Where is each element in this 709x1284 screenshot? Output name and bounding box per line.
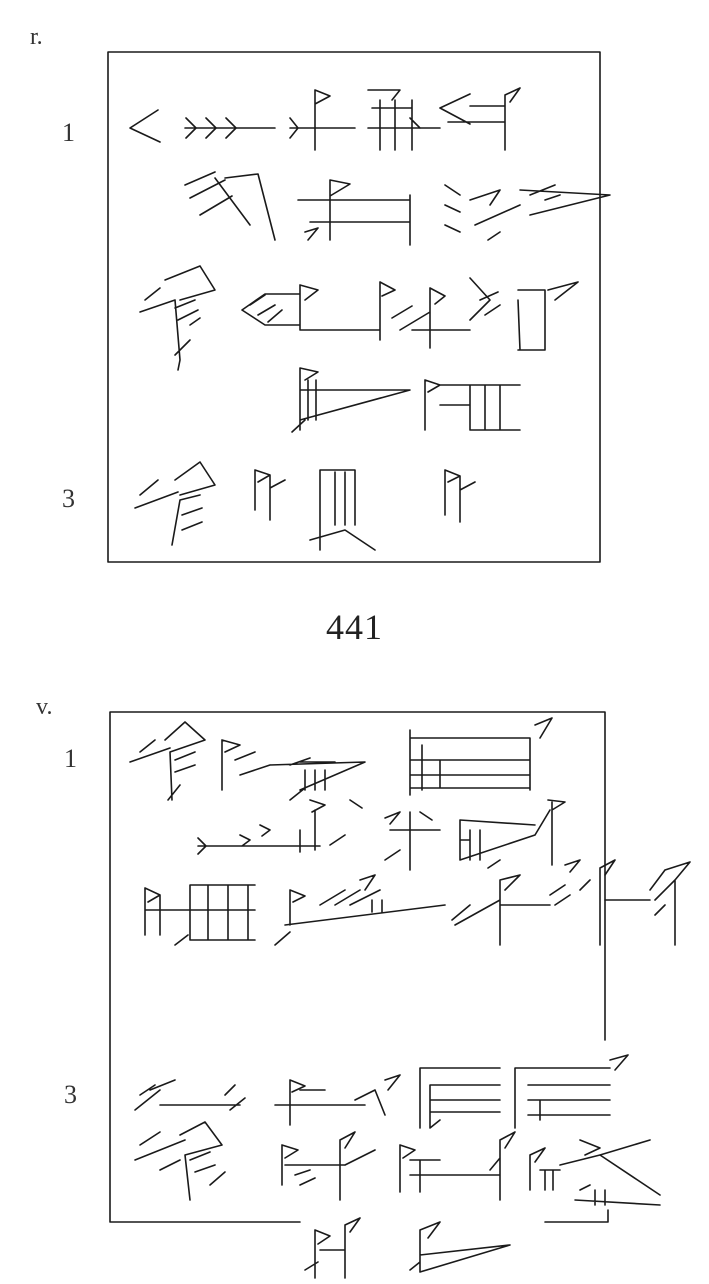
object-number: 441: [326, 607, 383, 647]
obverse-line-number-3: 3: [64, 1080, 77, 1109]
reverse-line-3b-signs: [291, 367, 521, 433]
reverse-line-number-1: 1: [62, 118, 75, 147]
reverse-line-number-3: 3: [62, 484, 75, 513]
obverse-tablet-drawing: [109, 711, 691, 1279]
reverse-line-2-signs: [184, 171, 611, 246]
reverse-line-3a-signs: [139, 265, 579, 371]
obverse-line-6-signs: [304, 1217, 511, 1279]
obverse-tablet-frame: [109, 711, 606, 1223]
obverse-line-2-signs: [197, 799, 566, 871]
obverse-line-4-signs: [134, 1054, 629, 1129]
reverse-line-3-signs: [134, 461, 476, 551]
obverse-side-label: v.: [36, 694, 53, 720]
obverse-line-5-signs: [134, 1121, 661, 1206]
reverse-side-label: r.: [30, 24, 43, 50]
reverse-line-1-signs: [129, 87, 521, 151]
reverse-tablet-frame: [107, 51, 601, 563]
obverse-line-number-1: 1: [64, 744, 77, 773]
obverse-line-3-signs: [144, 859, 691, 946]
reverse-tablet-drawing: [107, 51, 611, 563]
obverse-line-1-signs: [129, 717, 553, 801]
